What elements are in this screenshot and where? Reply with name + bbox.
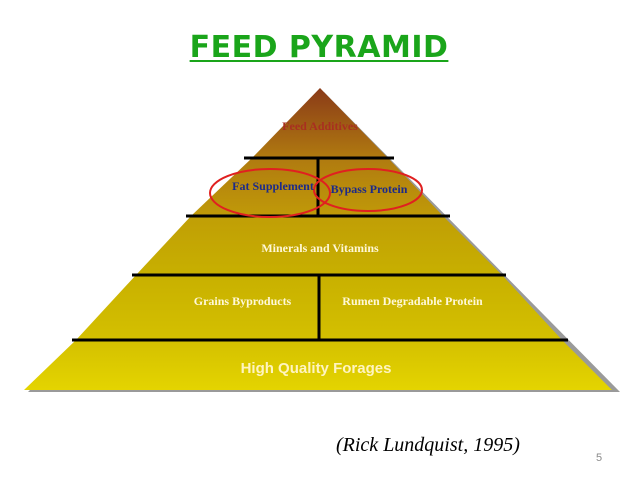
rumen-degradable-protein-label: Rumen Degradable Protein <box>342 294 483 308</box>
high-quality-forages-label: High Quality Forages <box>240 360 392 377</box>
tier-high-quality-forages <box>24 340 612 390</box>
tier-feed-additives <box>252 88 388 158</box>
bypass-protein-label: Bypass Protein <box>330 182 408 196</box>
grains-byproducts-label: Grains Byproducts <box>193 294 292 308</box>
tier-minerals-vitamins <box>136 216 502 275</box>
feed-additives-label: Feed Additives <box>282 119 358 133</box>
slide-title: FEED PYRAMID <box>189 30 449 65</box>
citation: (Rick Lundquist, 1995) <box>336 434 520 456</box>
highlight-circle-bypass <box>313 168 423 212</box>
page-number: 5 <box>595 452 603 464</box>
minerals-vitamins-label: Minerals and Vitamins <box>261 241 379 255</box>
fat-supplement-label: Fat Supplement <box>232 179 314 193</box>
highlight-circle-fat <box>209 168 331 218</box>
